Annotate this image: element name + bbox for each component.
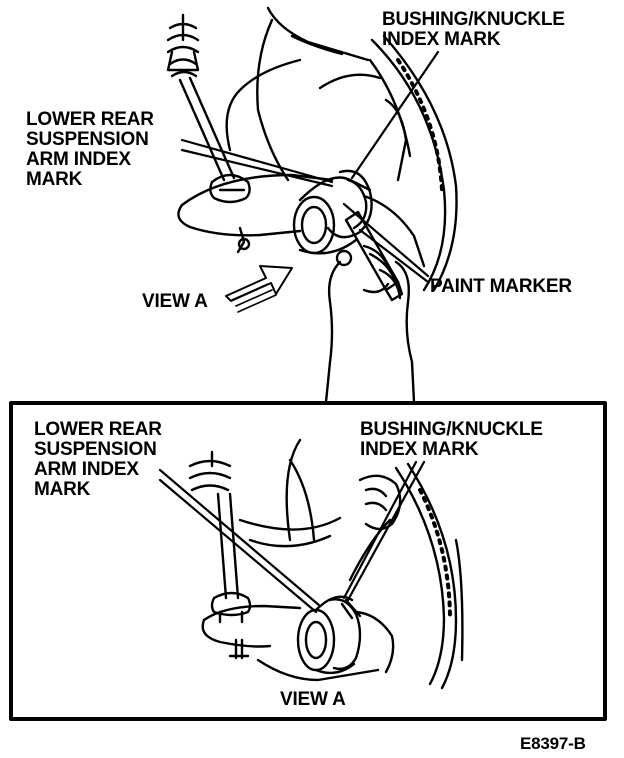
detail-view-title: VIEW A [280,689,346,710]
detail-leader-lines [158,460,426,614]
top-leader-lines [180,50,440,284]
top-stabilizer-link [166,13,251,204]
figure-id: E8397-B [520,734,586,753]
top-brake-rotor [368,34,458,292]
label-line: ARM INDEX [26,149,131,170]
top-illustration [166,6,458,404]
view-a-frame [9,401,607,721]
top-paint-marker [344,210,404,302]
label-line: SUSPENSION [34,439,157,460]
label-line: LOWER REAR [34,419,162,440]
detail-brake-rotor [394,462,464,690]
view-a-arrow-label: VIEW A [142,291,208,312]
detail-illustration [158,438,464,690]
label-line: MARK [26,169,83,190]
top-lower-arm [177,6,382,254]
paint-marker-label: PAINT MARKER [430,276,572,297]
label-line: LOWER REAR [26,109,154,130]
label-line: BUSHING/KNUCKLE [360,419,543,440]
detail-knuckle [348,474,402,582]
label-line: BUSHING/KNUCKLE [382,9,565,30]
top-bushing-knuckle-label: BUSHING/KNUCKLE INDEX MARK [382,10,565,50]
label-line: INDEX MARK [382,29,501,50]
label-line: SUSPENSION [26,129,149,150]
label-line: MARK [34,479,91,500]
top-hand [324,252,416,404]
detail-lower-arm-index-label: LOWER REAR SUSPENSION ARM INDEX MARK [34,420,162,500]
detail-bushing-knuckle-label: BUSHING/KNUCKLE INDEX MARK [360,420,543,460]
detail-stabilizer-link [188,450,252,624]
label-line: ARM INDEX [34,459,139,480]
detail-lower-arm [201,438,380,682]
top-lower-arm-index-label: LOWER REAR SUSPENSION ARM INDEX MARK [26,110,154,190]
view-a-arrow-icon [225,265,293,313]
label-line: INDEX MARK [360,439,479,460]
top-bushing-knuckle [292,169,426,268]
